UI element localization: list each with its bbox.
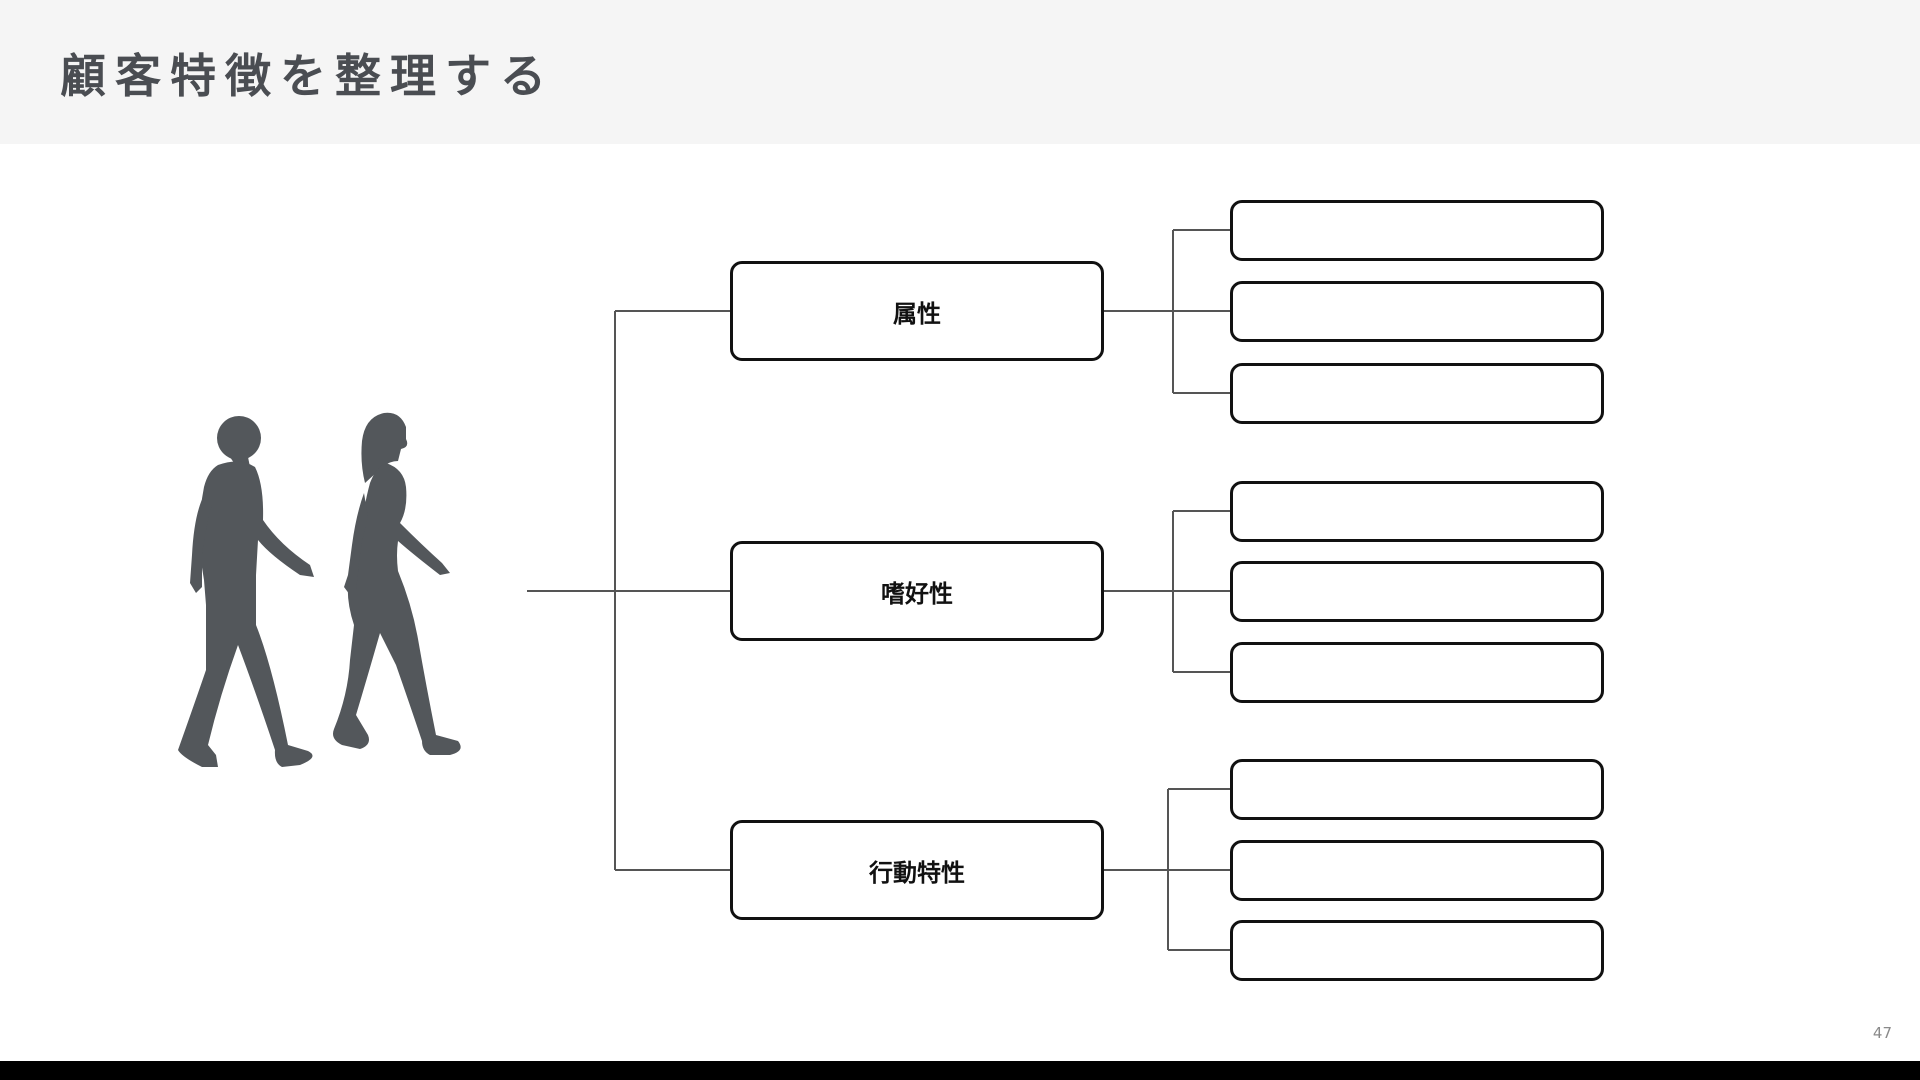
detail-box [1230, 840, 1604, 901]
detail-box [1230, 759, 1604, 820]
category-box-attributes: 属性 [730, 261, 1104, 361]
category-box-preferences: 嗜好性 [730, 541, 1104, 641]
category-label: 行動特性 [869, 858, 965, 887]
detail-box [1230, 481, 1604, 542]
detail-box [1230, 561, 1604, 622]
detail-box [1230, 363, 1604, 424]
slide-header: 顧客特徴を整理する [0, 0, 1920, 144]
page-number: 47 [1872, 1024, 1892, 1042]
category-label: 嗜好性 [881, 579, 953, 608]
bottom-bar [0, 1061, 1920, 1080]
woman-silhouette-icon [333, 412, 461, 755]
detail-box [1230, 281, 1604, 342]
man-silhouette-icon [178, 416, 314, 767]
detail-box [1230, 200, 1604, 261]
category-box-behavior: 行動特性 [730, 820, 1104, 920]
detail-box [1230, 920, 1604, 981]
slide-title: 顧客特徴を整理する [60, 49, 555, 103]
walking-couple-silhouette-icon [178, 412, 461, 767]
detail-box [1230, 642, 1604, 703]
category-label: 属性 [893, 299, 941, 328]
